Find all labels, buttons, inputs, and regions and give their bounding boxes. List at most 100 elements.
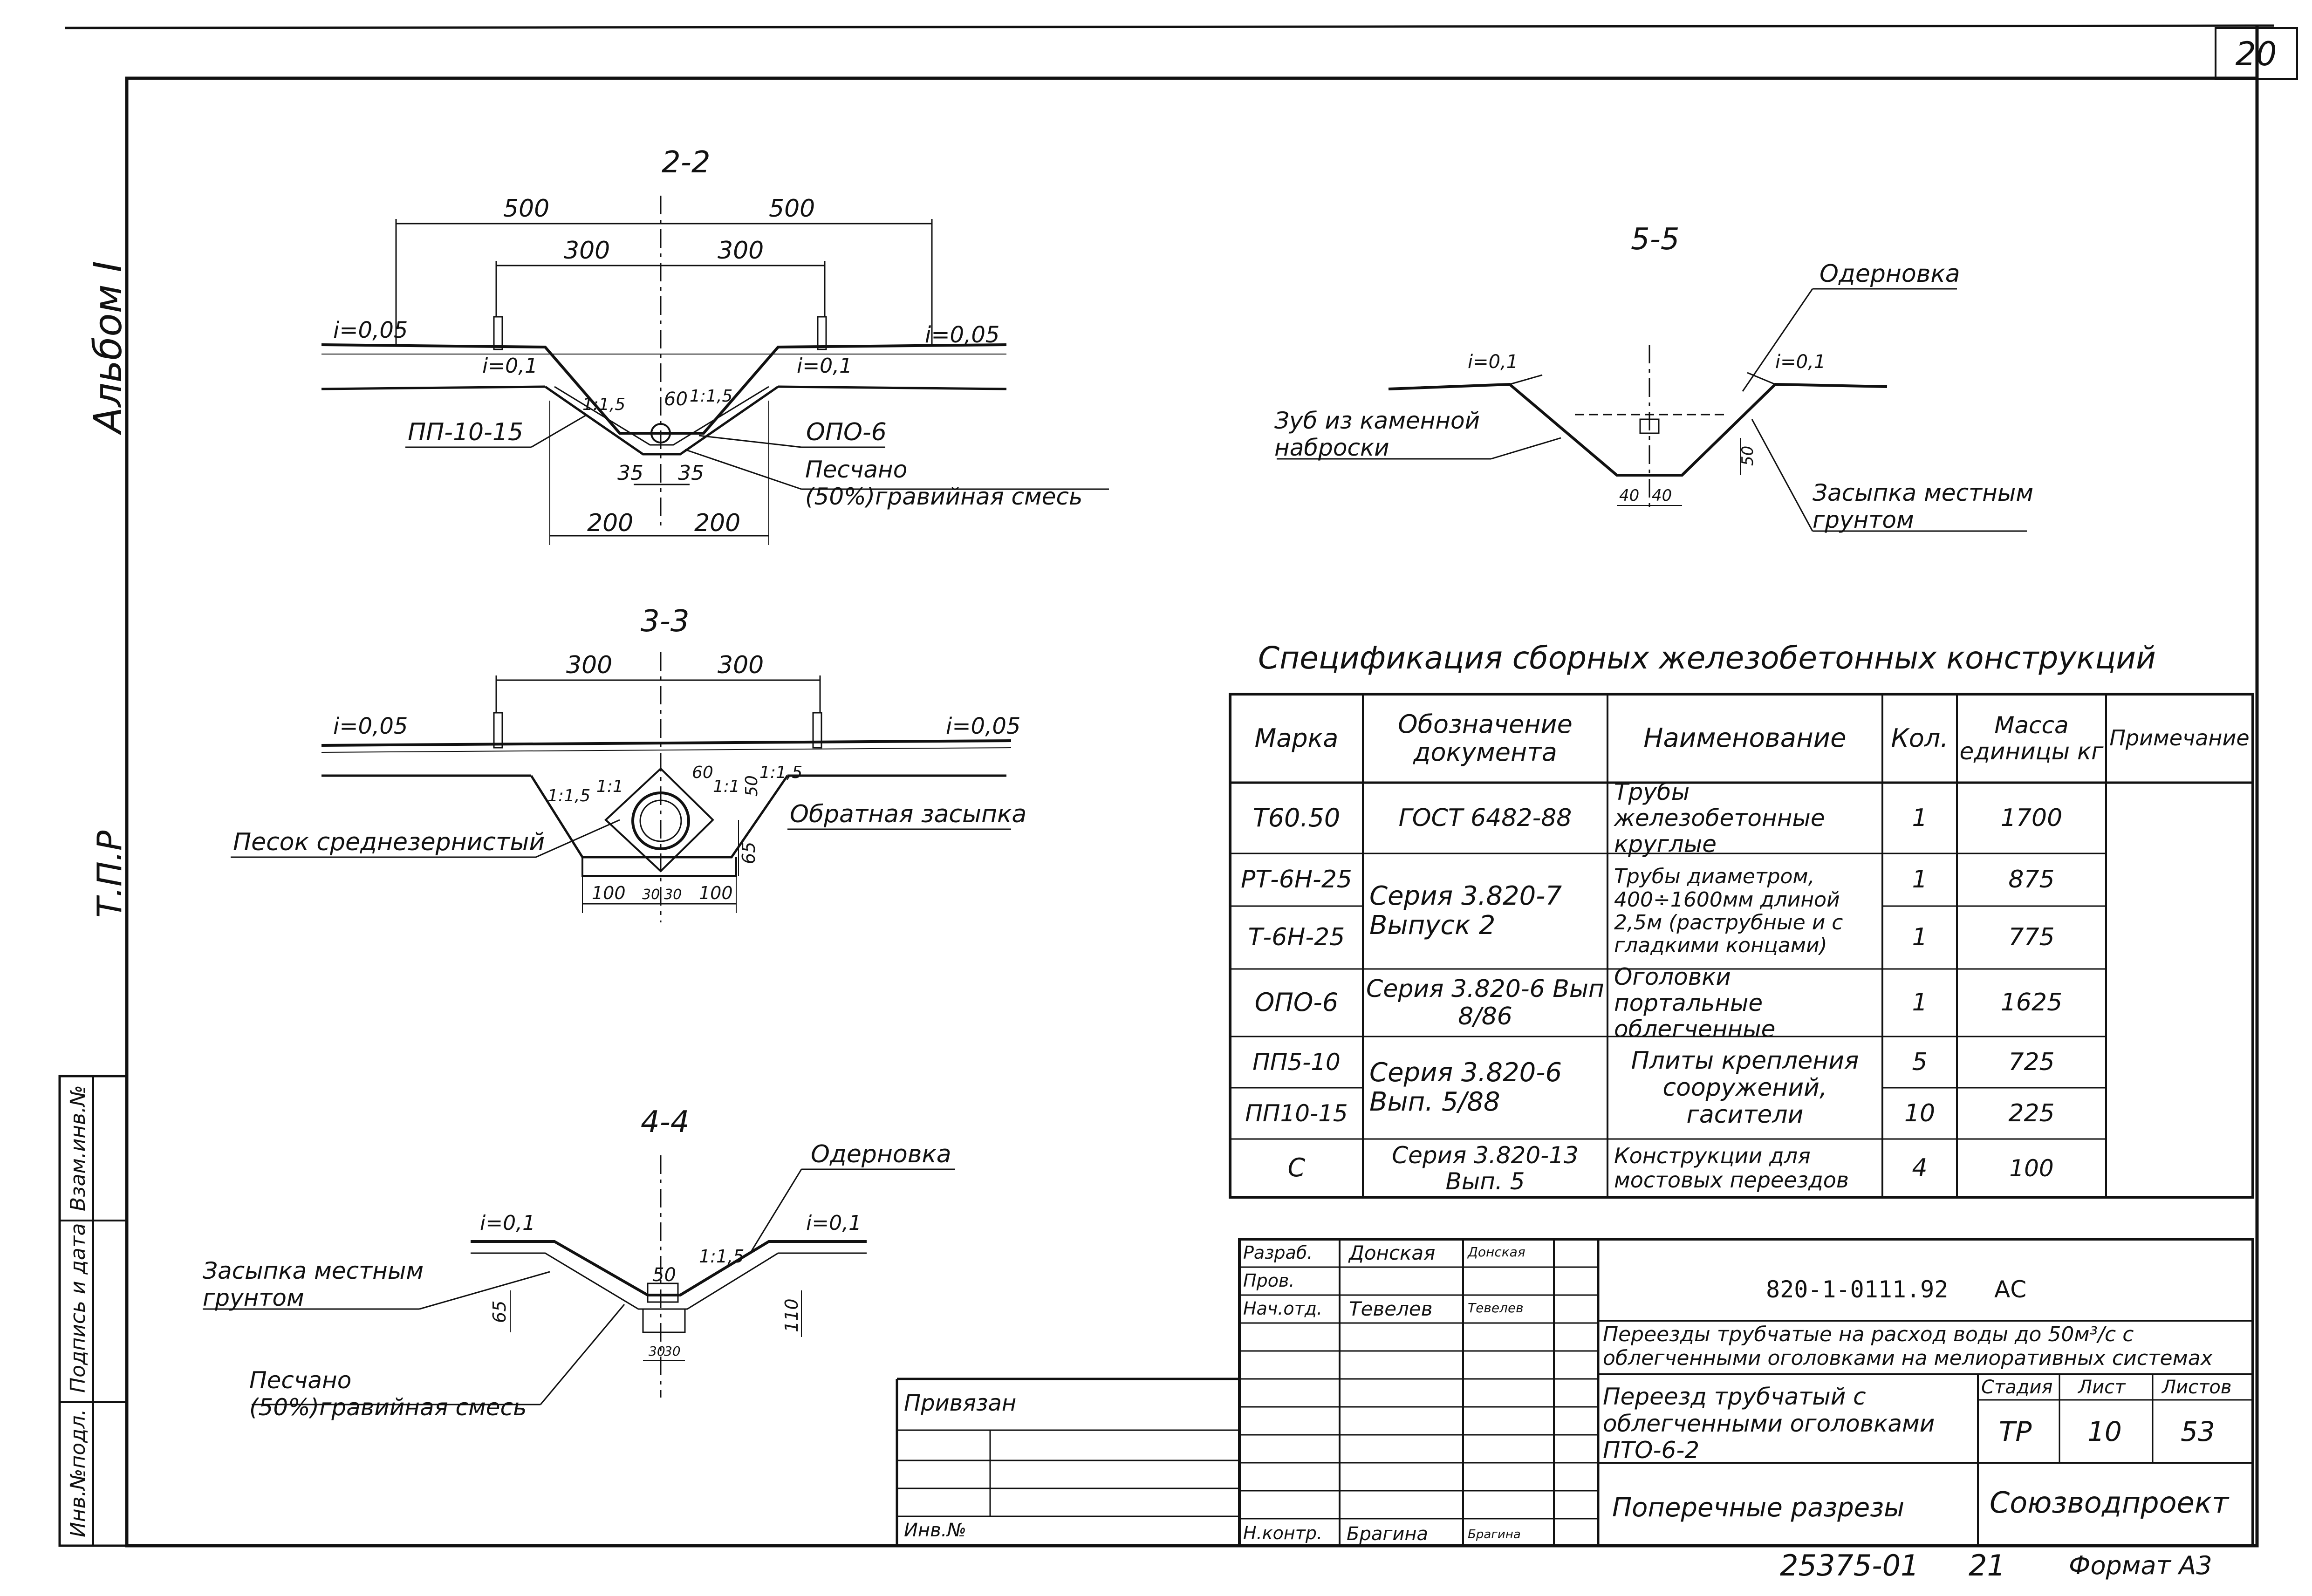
callout-label: Зуб из каменной наброски	[1274, 408, 1480, 461]
tpr-label: Т.П.Р	[90, 830, 129, 918]
slope-label: i=0,1	[797, 354, 852, 378]
project-title: Переезды трубчатые на расход воды до 50м…	[1603, 1323, 2213, 1370]
signature: Тевелев	[1468, 1300, 1524, 1316]
spec-cell-mark: Т-6Н-25	[1248, 923, 1345, 952]
dim-label: 500	[769, 195, 815, 223]
spec-cell-doc: Серия 3.820-6 Вып 8/86	[1366, 975, 1604, 1030]
spec-header-doc: Обозначение документа	[1398, 709, 1573, 767]
organization: Союзводпроект	[1990, 1486, 2229, 1520]
spec-header-mass: Масса единицы кг	[1959, 712, 2104, 765]
section-title: 4-4	[641, 1105, 690, 1139]
slope-label: 1:1,5	[582, 395, 625, 414]
spec-cell-mass: 100	[2009, 1154, 2054, 1182]
dim-label: 50	[1738, 446, 1757, 466]
slope-label: 1:1	[713, 777, 740, 796]
inv-label: Инв.№	[904, 1520, 966, 1541]
dim-label: 30	[664, 1344, 681, 1359]
spec-cell-mark: ПП5-10	[1252, 1049, 1341, 1076]
callout-label: ОПО-6	[806, 418, 887, 446]
spec-cell-doc: ГОСТ 6482-88	[1398, 804, 1572, 832]
spec-cell-mass: 225	[2008, 1099, 2055, 1127]
footer-format: Формат А3	[2069, 1551, 2212, 1580]
slope-label: 1:1,5	[759, 763, 802, 782]
dim-label: 65	[739, 842, 759, 864]
spec-title: Спецификация сборных железобетонных конс…	[1258, 640, 2156, 676]
sheet-header: Лист	[2078, 1377, 2126, 1398]
spec-cell-doc: Серия 3.820-6 Вып. 5/88	[1369, 1057, 1562, 1117]
dim-label: 30	[664, 887, 682, 903]
person-name: Тевелев	[1349, 1297, 1433, 1320]
nkontr-name: Брагина	[1347, 1523, 1429, 1545]
spec-cell-name: Плиты крепления сооружений, гасители	[1631, 1046, 1859, 1129]
slope-label: 1:1,5	[699, 1246, 744, 1267]
slope-label: 1:1,5	[690, 387, 732, 406]
slope-label: 1:1	[596, 777, 623, 796]
sheet-value: 10	[2087, 1416, 2122, 1447]
spec-cell-mark: ОПО-6	[1254, 988, 1339, 1017]
spec-cell-doc: Серия 3.820-7 Выпуск 2	[1369, 881, 1562, 941]
dim-label: 65	[489, 1301, 510, 1323]
dim-label: 200	[587, 509, 633, 537]
dim-label: 30	[649, 1344, 665, 1359]
dim-label: 50	[742, 775, 761, 797]
role-label: Пров.	[1243, 1270, 1295, 1291]
spec-header-mark: Марка	[1254, 723, 1339, 753]
stage-header: Стадия	[1981, 1377, 2053, 1398]
spec-header-name: Наименование	[1643, 723, 1847, 753]
callout-label: Одерновка	[811, 1140, 951, 1168]
dim-label: 60	[692, 763, 713, 782]
spec-cell-name: Оголовки портальные облегченные	[1614, 963, 1776, 1043]
inv-label: Инв.№подл.	[66, 1409, 90, 1537]
spec-cell-qty: 1	[1912, 804, 1928, 832]
person-name: Донская	[1349, 1241, 1436, 1264]
stage-value: ТР	[1999, 1416, 2032, 1447]
slope-label: i=0,1	[806, 1211, 862, 1235]
privyazan-label: Привязан	[904, 1390, 1017, 1416]
footer-code: 25375-01	[1780, 1548, 1919, 1582]
spec-cell-qty: 4	[1912, 1154, 1928, 1182]
section-3-3: 3-3 300 300 100 30 30 100 65 60 50 i=0,0…	[231, 604, 1026, 922]
signature: Брагина	[1468, 1528, 1521, 1541]
podpis-label: Подпись и дата	[66, 1223, 90, 1393]
spec-cell-mass: 875	[2008, 866, 2055, 894]
dim-label: 60	[664, 389, 688, 410]
sheets-value: 53	[2181, 1416, 2215, 1447]
nkontr-label: Н.контр.	[1243, 1523, 1323, 1543]
dim-label: 300	[564, 237, 610, 265]
signature: Донская	[1468, 1244, 1525, 1260]
dim-label: 100	[592, 883, 626, 903]
spec-header-qty: Кол.	[1891, 723, 1949, 753]
callout-label: Обратная засыпка	[790, 800, 1026, 828]
callout-label: Песчано (50%)гравийная смесь	[805, 457, 1083, 510]
title-block-grid	[896, 1238, 2254, 1547]
dim-label: 300	[718, 651, 764, 679]
spec-cell-qty: 10	[1904, 1099, 1936, 1127]
slope-label: i=0,1	[1468, 351, 1518, 373]
side-labels: Альбом I Т.П.Р Взам.инв.№ Подпись и дата…	[58, 261, 130, 1547]
dim-label: 300	[566, 651, 612, 679]
dim-label: 30	[642, 887, 660, 903]
spec-cell-doc: Серия 3.820-13 Вып. 5	[1392, 1141, 1579, 1195]
role-label: Нач.отд.	[1243, 1298, 1323, 1319]
dim-label: 35	[678, 461, 704, 485]
spec-cell-mark: РТ-6Н-25	[1240, 866, 1352, 894]
spec-cell-mass: 1625	[2000, 989, 2063, 1017]
slope-label: 1:1,5	[547, 786, 590, 805]
callout-label: Засыпка местным грунтом	[1813, 480, 2034, 533]
album-label: Альбом I	[86, 261, 130, 436]
sheets-header: Листов	[2162, 1377, 2232, 1398]
section-4-4: 4-4 30 30 50 65 110 i=0,1 i=0,1 1:1,5 Од…	[203, 1105, 955, 1420]
sheet-number: 20	[2235, 35, 2277, 73]
section-title: 2-2	[662, 145, 711, 180]
slope-label: i=0,05	[333, 317, 408, 343]
section-2-2: 2-2 500 500 300 300 200 200 35 35 60 i=0…	[321, 145, 1109, 545]
spec-cell-mark: С	[1287, 1153, 1306, 1183]
dim-label: 50	[652, 1264, 676, 1286]
dim-label: 100	[699, 883, 733, 903]
callout-label: Одерновка	[1820, 260, 1960, 288]
callout-label: Песок среднезернистый	[233, 828, 545, 856]
spec-cell-mark: ПП10-15	[1245, 1100, 1348, 1127]
spec-cell-mass: 725	[2008, 1048, 2055, 1076]
dim-label: 500	[503, 195, 549, 223]
